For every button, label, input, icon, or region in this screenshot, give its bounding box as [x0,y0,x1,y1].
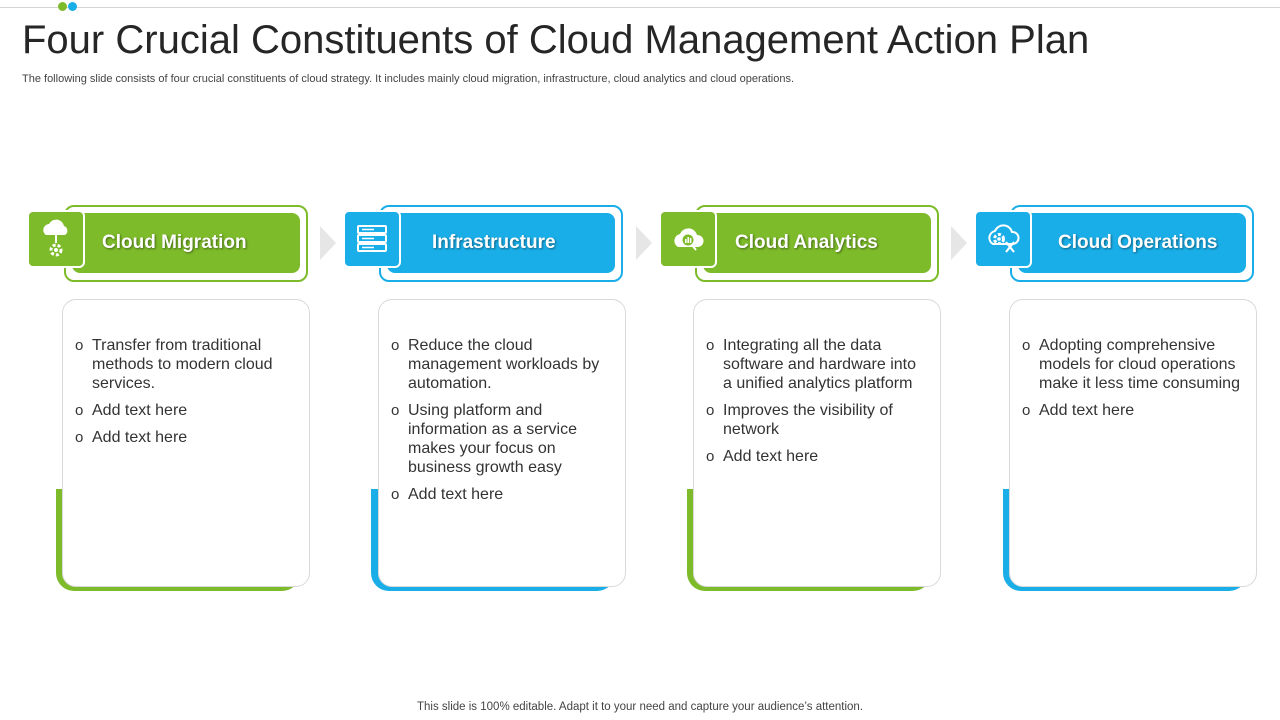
cloud-gear-icon [29,212,83,266]
bullet-icon: o [706,337,715,354]
list-item-text: Using platform and information as a serv… [408,402,577,476]
bullet-icon: o [75,402,84,419]
bullet-icon: o [75,429,84,446]
top-divider [0,7,1280,8]
list-item: o Integrating all the data software and h… [706,336,928,393]
section-heading: Infrastructure [387,213,615,273]
bullet-icon: o [1022,402,1031,419]
bullet-icon: o [706,402,715,419]
slide-subtitle: The following slide consists of four cru… [22,73,795,85]
bullet-icon: o [1022,337,1031,354]
bullet-icon: o [391,402,400,419]
section-card: o Reduce the cloud management workloads b… [378,299,626,587]
list-item-text: Improves the visibility of network [723,402,893,438]
section-card: o Transfer from traditional methods to mo… [62,299,310,587]
list-item: o Improves the visibility of network [706,401,928,439]
section-card: o Adopting comprehensive models for cloud… [1009,299,1257,587]
chevron-right-icon [320,226,336,260]
bullet-icon: o [75,337,84,354]
list-item: o Add text here [391,485,613,504]
list-item: o Add text here [706,447,928,466]
list-item-text: Adopting comprehensive models for cloud … [1039,337,1240,392]
list-item-text: Add text here [92,402,188,419]
list-item-text: Integrating all the data software and ha… [723,337,916,392]
cloud-tools-icon [976,212,1030,266]
section-card: o Integrating all the data software and h… [693,299,941,587]
list-item: o Using platform and information as a ser… [391,401,613,477]
bullet-icon: o [706,448,715,465]
bullet-icon: o [391,486,400,503]
cloud-chart-icon [661,212,715,266]
section-heading: Cloud Operations [1018,213,1246,273]
chevron-right-icon [951,226,967,260]
list-item: o Add text here [75,428,297,447]
list-item-text: Add text here [92,429,188,446]
list-item-text: Add text here [723,448,819,465]
server-icon [345,212,399,266]
list-item-text: Transfer from traditional methods to mod… [92,337,273,392]
slide-footer: This slide is 100% editable. Adapt it to… [416,701,864,713]
list-item: o Add text here [75,401,297,420]
section-heading: Cloud Migration [72,213,300,273]
logo-dot-green [58,2,67,11]
chevron-right-icon [636,226,652,260]
bullet-icon: o [391,337,400,354]
list-item-text: Reduce the cloud management workloads by… [408,337,600,392]
list-item-text: Add text here [408,486,504,503]
list-item: o Add text here [1022,401,1244,420]
list-item: o Adopting comprehensive models for cloud… [1022,336,1244,393]
section-heading: Cloud Analytics [703,213,931,273]
logo-dot-blue [68,2,77,11]
list-item: o Transfer from traditional methods to mo… [75,336,297,393]
list-item: o Reduce the cloud management workloads b… [391,336,613,393]
list-item-text: Add text here [1039,402,1135,419]
slide-title: Four Crucial Constituents of Cloud Manag… [22,18,1090,62]
